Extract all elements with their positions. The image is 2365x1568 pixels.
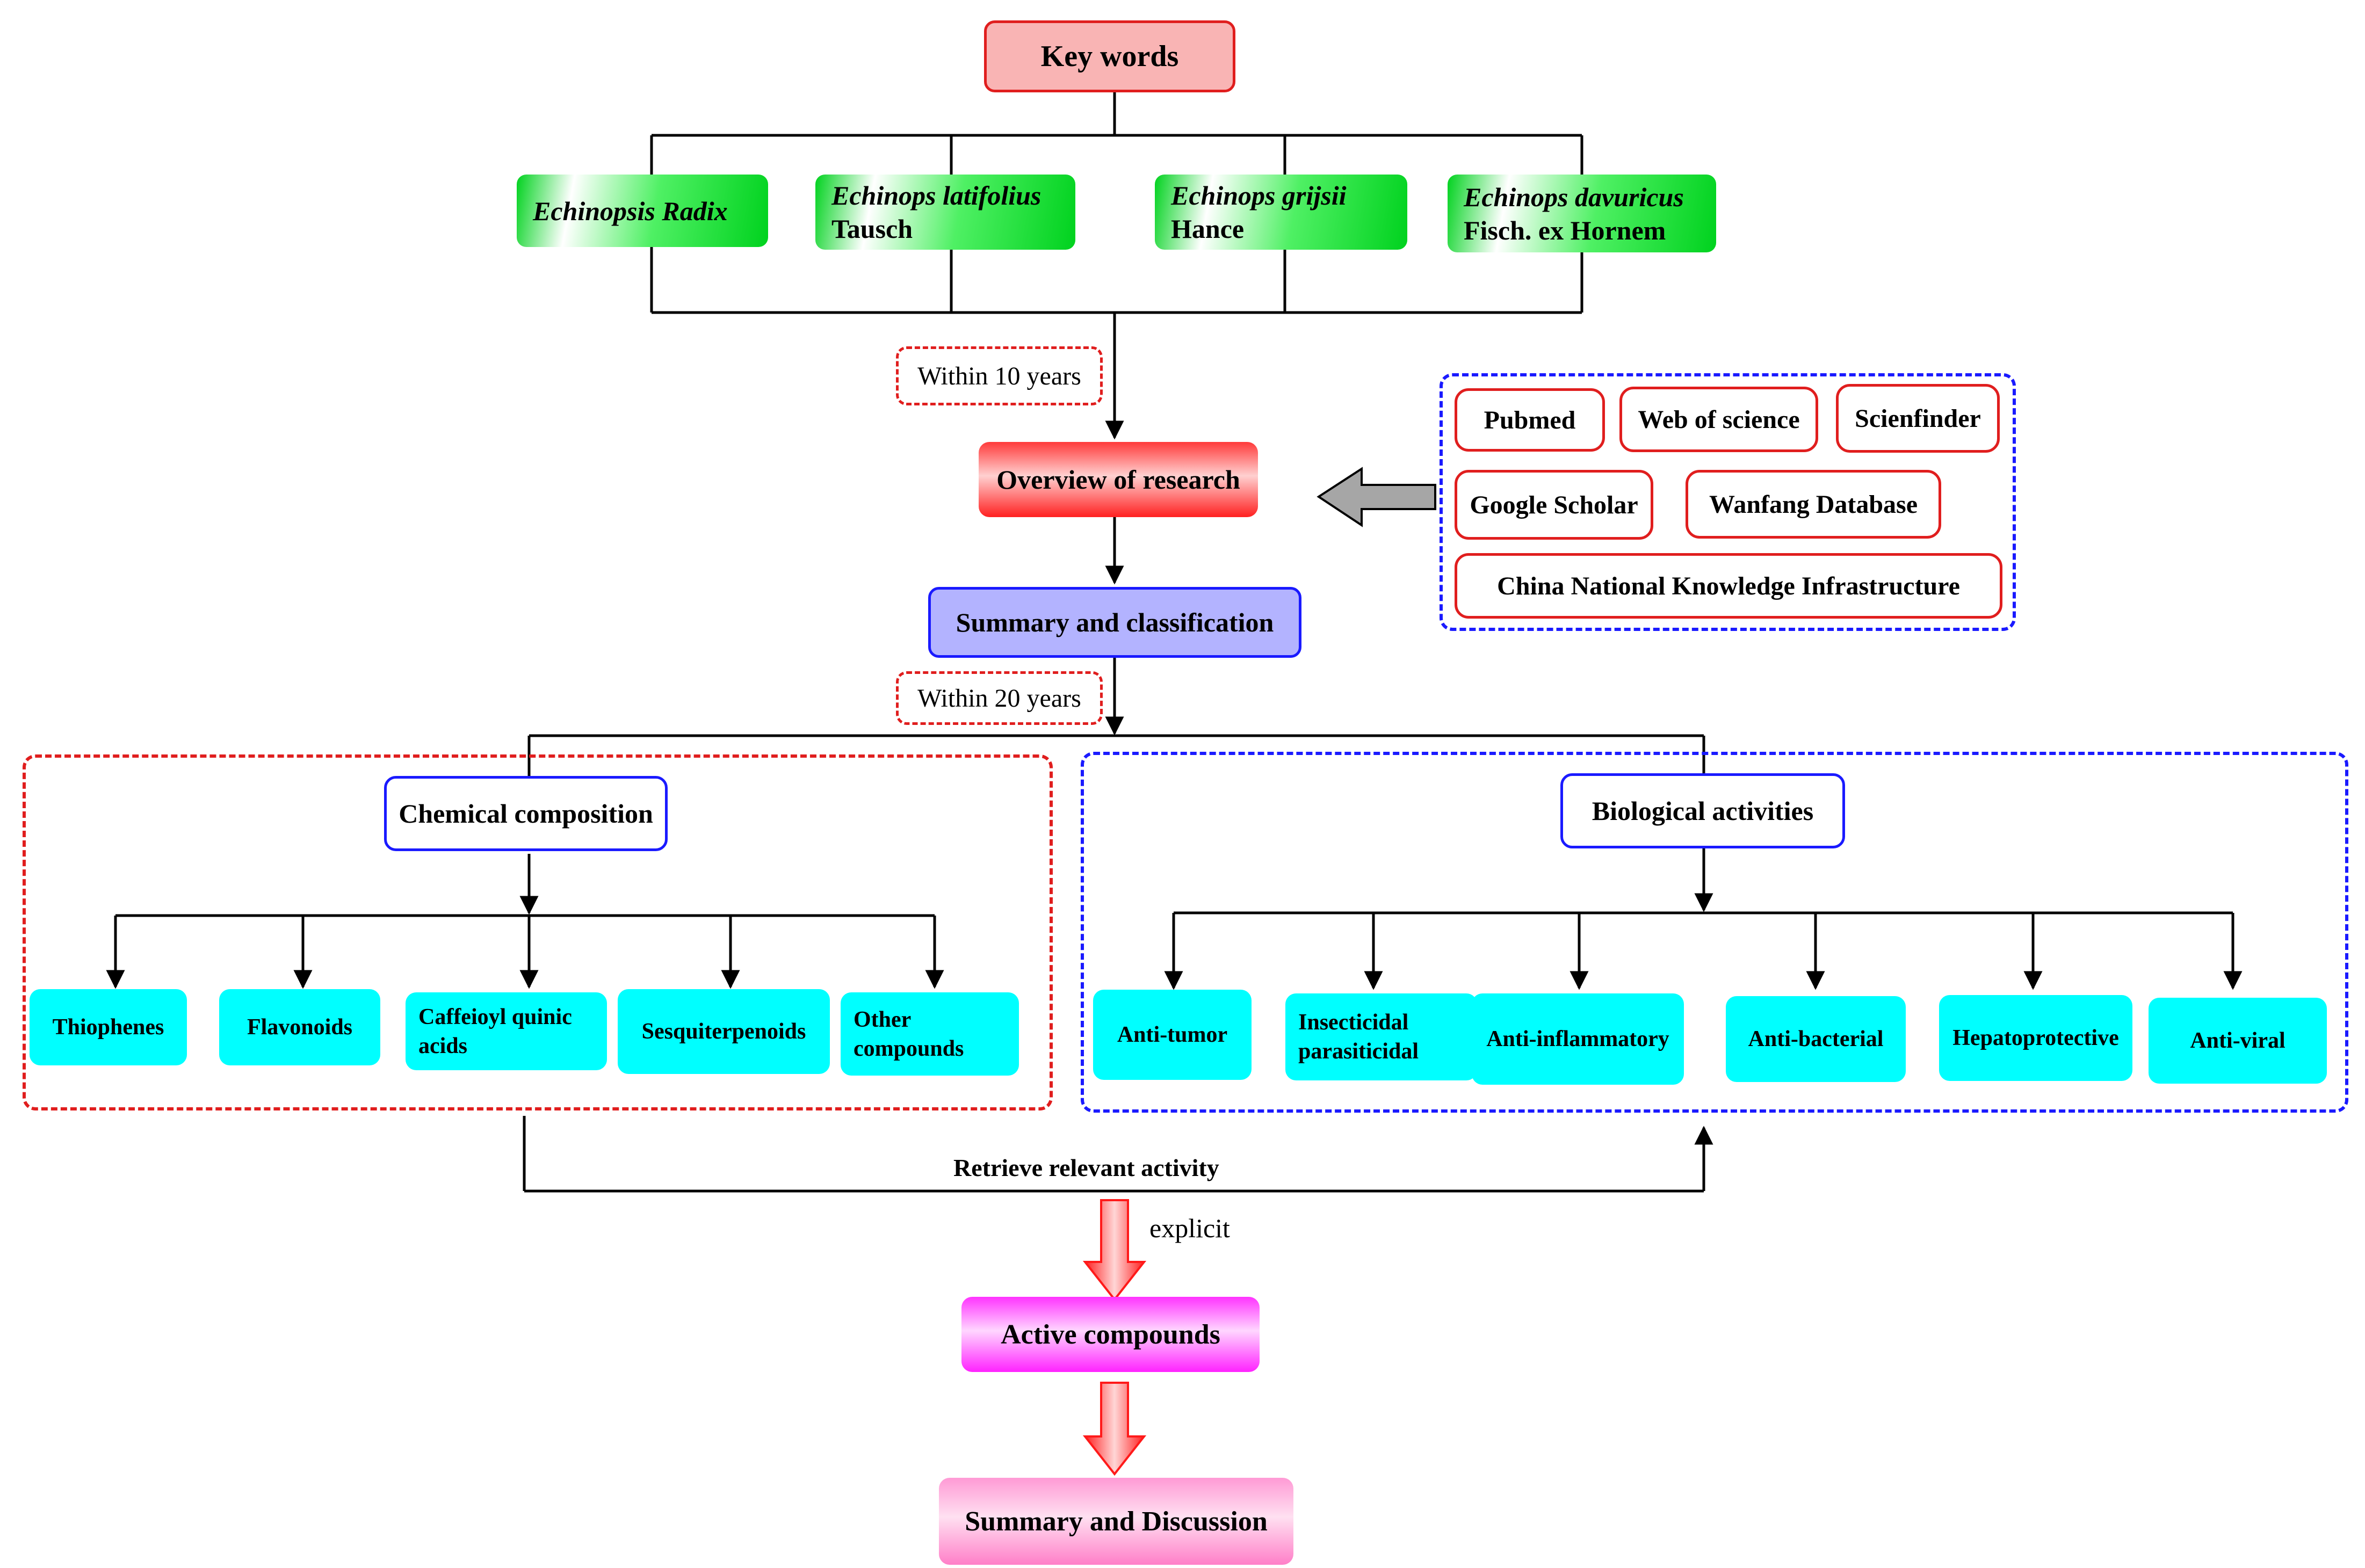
database-cnki: China National Knowledge Infrastructure bbox=[1455, 553, 2002, 619]
biological-section-frame bbox=[1081, 752, 2348, 1113]
database-sources-frame bbox=[1440, 373, 2016, 631]
grey-block-arrow bbox=[1317, 467, 1436, 527]
leaf-anti-tumor: Anti-tumor bbox=[1093, 990, 1252, 1080]
within-10-years-label: Within 10 years bbox=[896, 346, 1103, 405]
database-web-of-science: Web of science bbox=[1619, 387, 1818, 452]
summary-discussion-box: Summary and Discussion bbox=[939, 1478, 1293, 1565]
explicit-label: explicit bbox=[1149, 1213, 1230, 1243]
leaf-anti-viral: Anti-viral bbox=[2149, 998, 2327, 1084]
species-echinopsis-radix: Echinopsis Radix bbox=[517, 175, 768, 247]
database-pubmed: Pubmed bbox=[1455, 388, 1605, 452]
overview-of-research-box: Overview of research bbox=[979, 442, 1258, 517]
leaf-hepatoprotective: Hepatoprotective bbox=[1939, 995, 2132, 1081]
chemical-composition-box: Chemical composition bbox=[384, 776, 668, 851]
leaf-other-compounds: Other compounds bbox=[841, 992, 1019, 1076]
database-scienfinder: Scienfinder bbox=[1836, 384, 2000, 453]
within-20-years-label: Within 20 years bbox=[896, 671, 1103, 725]
leaf-caffeioyl-quinic-acids: Caffeioyl quinic acids bbox=[406, 992, 607, 1070]
leaf-sesquiterpenoids: Sesquiterpenoids bbox=[618, 989, 830, 1074]
leaf-flavonoids: Flavonoids bbox=[219, 989, 380, 1065]
chemical-section-frame bbox=[23, 754, 1053, 1110]
key-words-box: Key words bbox=[984, 20, 1235, 92]
biological-activities-box: Biological activities bbox=[1560, 773, 1845, 848]
active-compounds-box: Active compounds bbox=[961, 1297, 1260, 1372]
leaf-thiophenes: Thiophenes bbox=[30, 989, 187, 1065]
red-down-arrow-2 bbox=[1082, 1382, 1147, 1476]
red-down-arrow-1 bbox=[1082, 1199, 1147, 1302]
leaf-anti-inflammatory: Anti-inflammatory bbox=[1472, 993, 1684, 1085]
leaf-insecticidal-parasiticidal: Insecticidal parasiticidal bbox=[1285, 993, 1477, 1080]
database-wanfang: Wanfang Database bbox=[1686, 470, 1941, 539]
database-google-scholar: Google Scholar bbox=[1455, 470, 1653, 540]
leaf-anti-bacterial: Anti-bacterial bbox=[1726, 996, 1906, 1082]
summary-classification-box: Summary and classification bbox=[928, 587, 1301, 658]
retrieve-relevant-activity-label: Retrieve relevant activity bbox=[953, 1154, 1219, 1181]
